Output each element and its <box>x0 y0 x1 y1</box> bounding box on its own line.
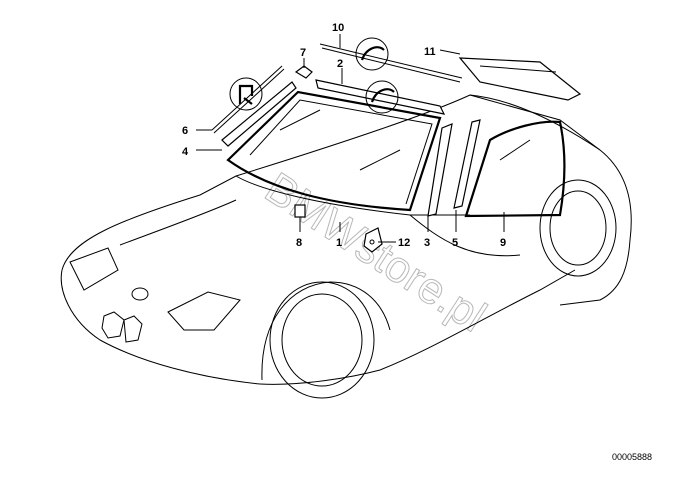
sensor-part <box>294 204 306 222</box>
callout-8: 8 <box>296 237 302 249</box>
callout-12: 12 <box>398 237 410 249</box>
car-body <box>60 94 632 399</box>
callout-3: 3 <box>424 237 430 249</box>
windscreen-part <box>226 90 442 212</box>
callout-2: 2 <box>337 58 343 70</box>
leader-lines <box>196 34 505 243</box>
callout-1: 1 <box>336 237 342 249</box>
clip-part <box>294 65 313 79</box>
callout-9: 9 <box>500 237 506 249</box>
callout-4: 4 <box>182 146 189 158</box>
reference-number: 00005888 <box>612 452 652 462</box>
detail-magnifiers <box>229 37 399 114</box>
callout-5: 5 <box>452 237 458 249</box>
callout-11: 11 <box>424 46 436 58</box>
rear-window-part <box>458 57 582 101</box>
callout-6: 6 <box>182 125 188 137</box>
callout-10: 10 <box>332 22 344 34</box>
a-pillar-trim-parts <box>427 119 481 217</box>
side-window-part <box>464 120 566 218</box>
mirror-bracket-part <box>363 227 383 253</box>
callout-labels: 1 2 3 4 5 6 7 8 9 10 11 12 <box>182 22 506 249</box>
callout-7: 7 <box>300 47 306 59</box>
roof-seal-parts <box>315 43 463 115</box>
